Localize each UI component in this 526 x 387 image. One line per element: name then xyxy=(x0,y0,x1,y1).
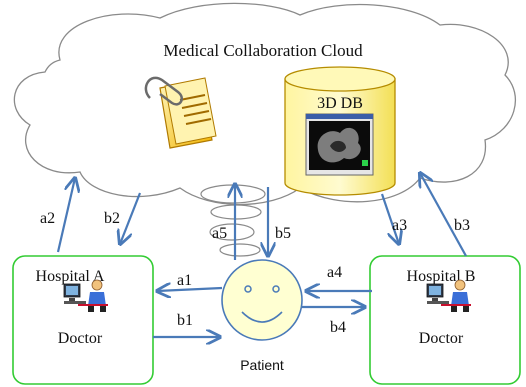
label-b2: b2 xyxy=(104,210,120,227)
hospital-a-box xyxy=(12,255,154,385)
label-b1: b1 xyxy=(177,312,193,329)
hospital-a-name: Hospital A xyxy=(36,268,105,285)
hospital-a-role: Doctor xyxy=(58,330,103,347)
document-icon xyxy=(144,76,217,149)
arrow-a2 xyxy=(56,178,75,253)
label-a4: a4 xyxy=(327,264,342,281)
arrow-b2 xyxy=(120,192,142,244)
label-a2: a2 xyxy=(40,210,55,227)
doctor-computer-icon xyxy=(426,279,471,312)
hospital-b-role: Doctor xyxy=(419,330,464,347)
patient-label: Patient xyxy=(240,357,284,373)
smiley-face-icon xyxy=(221,259,303,341)
database-label: 3D DB xyxy=(317,95,363,112)
cloud-title: Medical Collaboration Cloud xyxy=(163,41,363,60)
arrow-a3 xyxy=(380,193,399,244)
arrow-a1 xyxy=(157,288,223,291)
label-b3: b3 xyxy=(454,217,470,234)
label-a1: a1 xyxy=(177,272,192,289)
ct-scan-image xyxy=(305,113,374,176)
doctor-computer-icon xyxy=(63,279,108,312)
hospital-b-name: Hospital B xyxy=(407,268,476,285)
arrow-b3 xyxy=(420,173,467,257)
hospital-b-box xyxy=(369,255,521,385)
label-a5: a5 xyxy=(212,225,227,242)
label-b4: b4 xyxy=(330,319,346,336)
label-a3: a3 xyxy=(392,217,407,234)
label-b5: b5 xyxy=(275,225,291,242)
cloud-shape xyxy=(13,2,516,206)
